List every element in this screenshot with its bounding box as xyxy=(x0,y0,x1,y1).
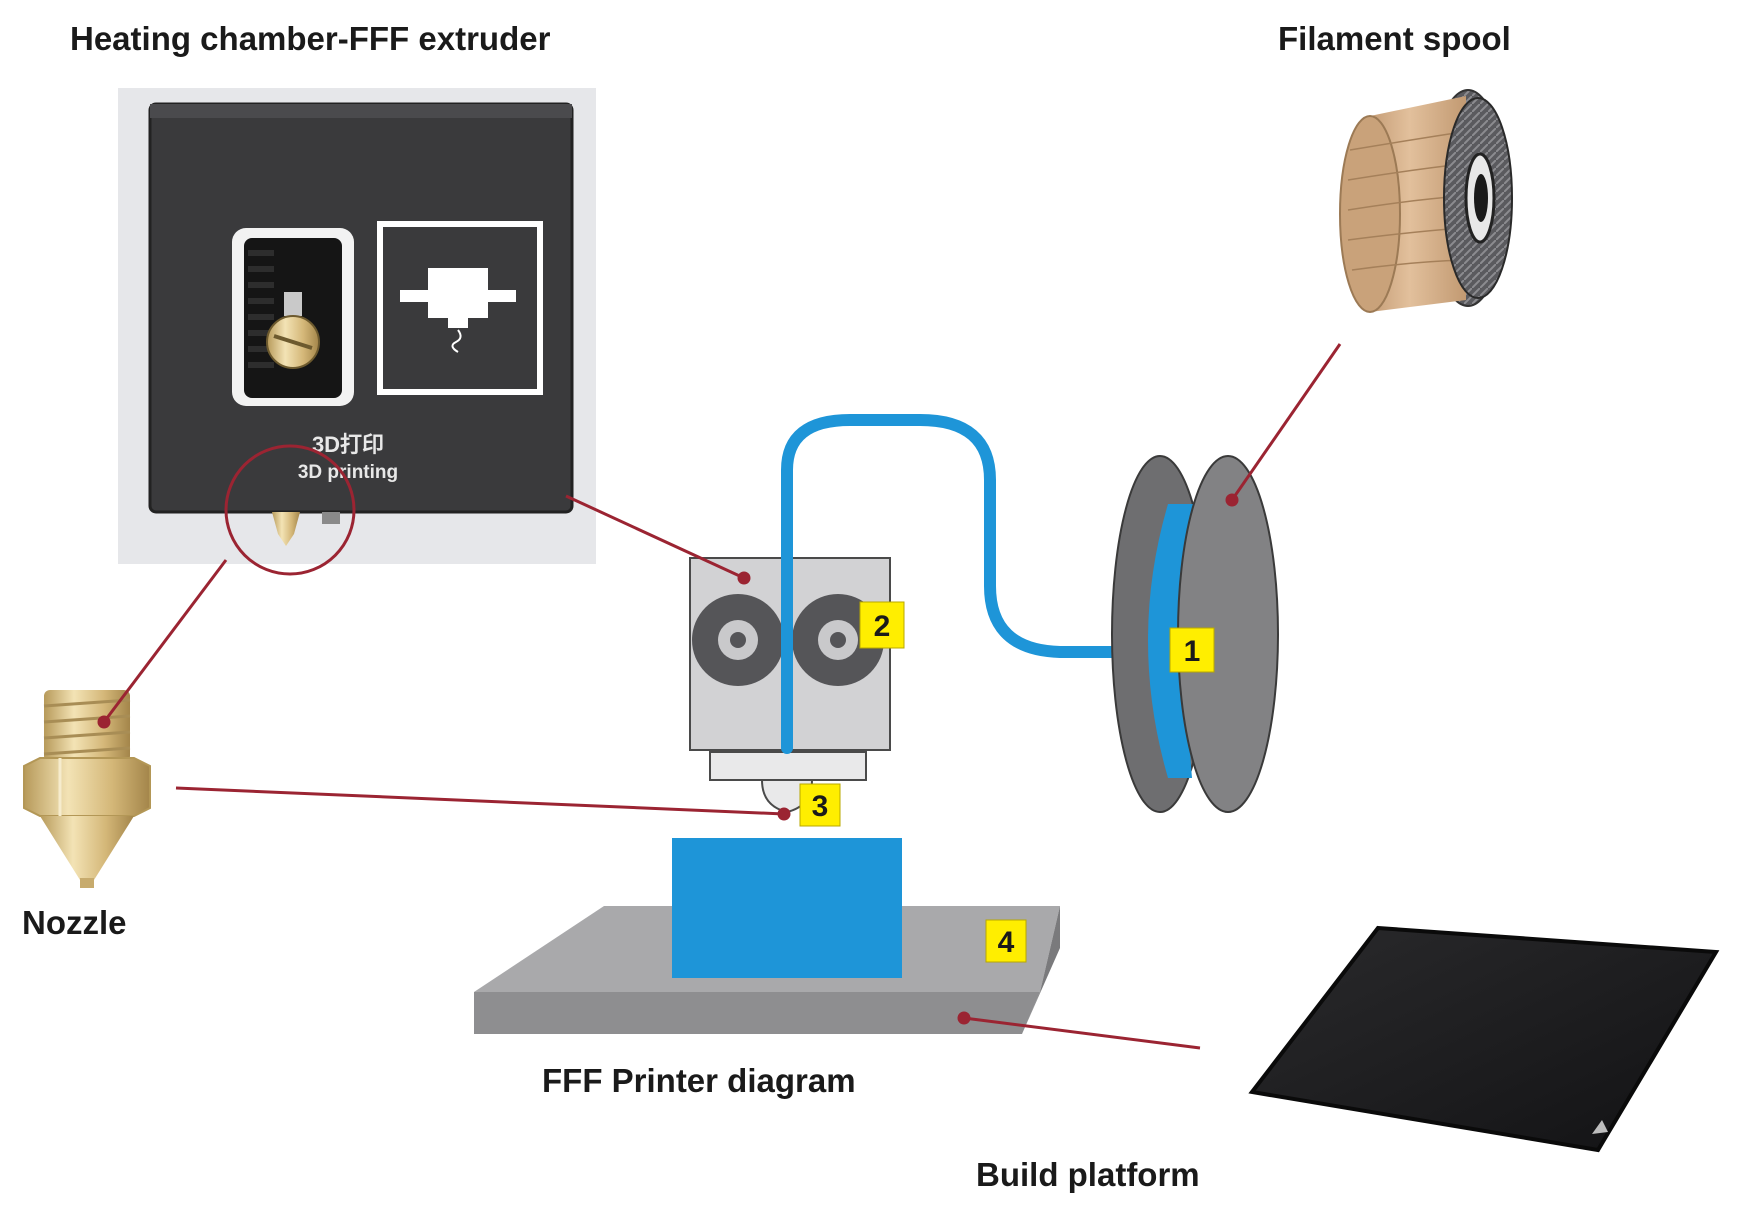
plate-logo-icon xyxy=(1592,1120,1608,1134)
marker-1: 1 xyxy=(1169,627,1215,673)
label-build-platform: Build platform xyxy=(976,1156,1200,1193)
build-plate xyxy=(1248,925,1720,1153)
drive-gear-left xyxy=(692,594,784,686)
leader-heating-chamber xyxy=(565,494,745,580)
nozzle-highlight-circle xyxy=(224,444,356,576)
svg-text:1: 1 xyxy=(1184,635,1201,668)
stamp-line-chinese: 3D打印 xyxy=(312,432,384,457)
label-printer-diagram: FFF Printer diagram xyxy=(542,1062,856,1099)
extruder-photo: 3D打印 3D printing xyxy=(118,88,596,576)
label-nozzle: Nozzle xyxy=(22,904,127,941)
svg-text:2: 2 xyxy=(874,610,891,643)
leader-nozzle-photo xyxy=(102,559,228,723)
stamp-line-english: 3D printing xyxy=(298,462,398,483)
nozzle-cone xyxy=(40,816,134,880)
label-heating-chamber: Heating chamber-FFF extruder xyxy=(70,20,551,57)
diagram-printed-part xyxy=(672,838,902,978)
leader-filament-spool xyxy=(1230,343,1342,501)
nozzle-hex-body xyxy=(23,757,151,817)
marker-3: 3 xyxy=(799,783,841,827)
leader-build-platform xyxy=(963,1016,1201,1050)
label-filament-spool: Filament spool xyxy=(1278,20,1511,57)
heatsink-fins xyxy=(248,250,274,368)
extruder-symbol-icon xyxy=(400,268,516,328)
build-platform-photo xyxy=(1248,925,1720,1153)
svg-text:3: 3 xyxy=(812,790,829,823)
printer-diagram xyxy=(474,414,1279,1034)
svg-text:4: 4 xyxy=(998,926,1015,959)
nozzle-photo xyxy=(23,690,151,888)
marker-2: 2 xyxy=(859,601,905,649)
leader-lines xyxy=(97,343,1342,1050)
diagram-hotend-block xyxy=(709,751,867,781)
marker-4: 4 xyxy=(985,919,1027,963)
nozzle-thread xyxy=(44,690,130,762)
filament-spool-photo xyxy=(1339,89,1513,313)
diagram-build-platform-front xyxy=(474,992,1040,1034)
leader-nozzle xyxy=(175,786,785,816)
diagram-filament-strand xyxy=(781,414,1156,754)
extruder-nozzle-tip xyxy=(272,512,300,546)
